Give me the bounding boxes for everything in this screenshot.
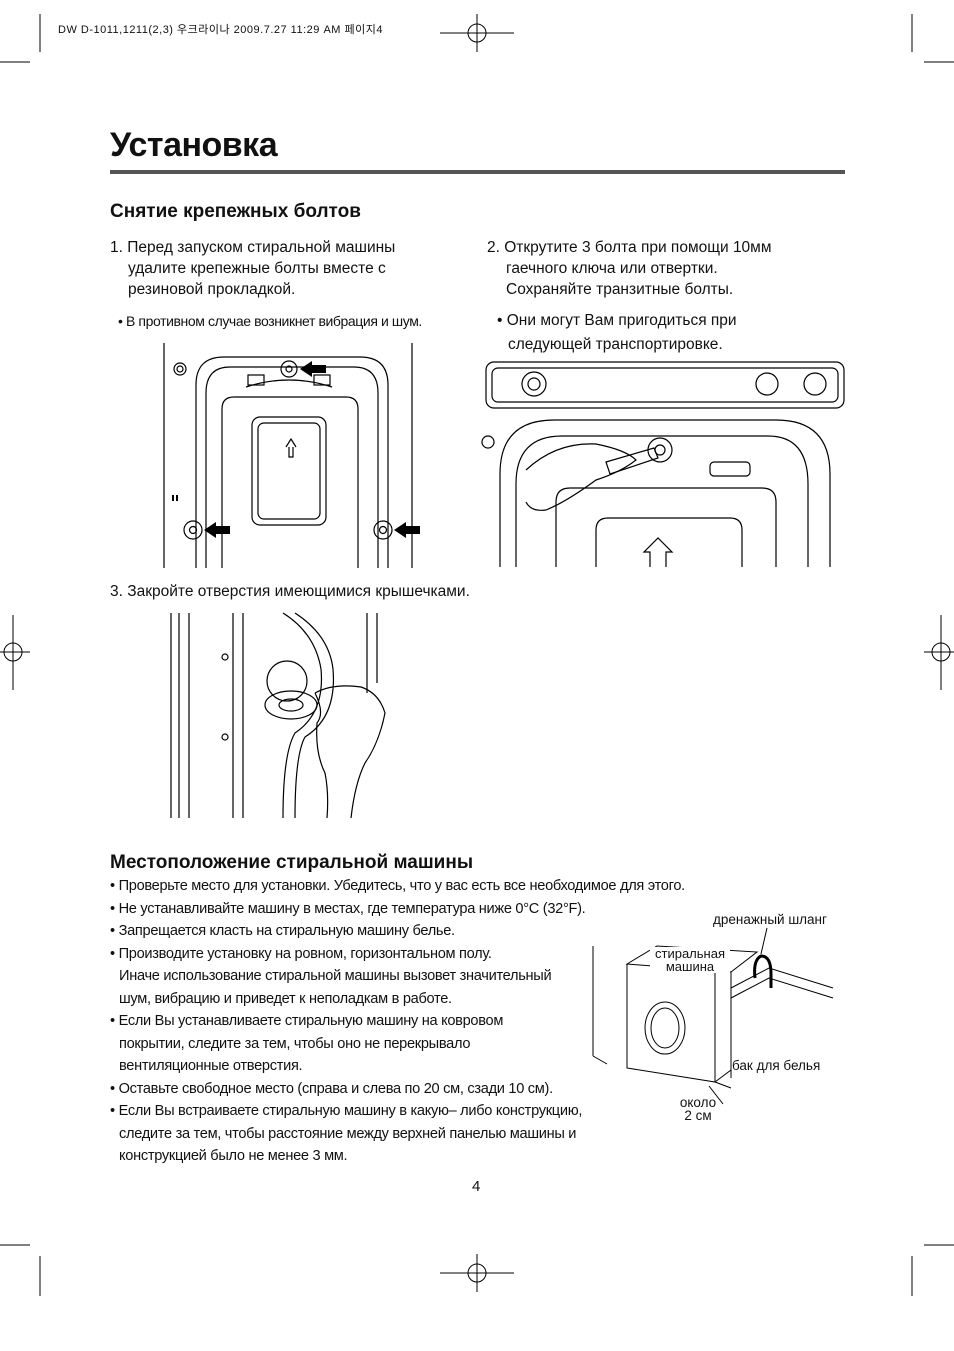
wrench-removal-illustration — [481, 361, 845, 567]
laundry-tank-label: бак для белья — [732, 1058, 821, 1073]
bullet-item: • Не устанавливайте машину в местах, где… — [110, 900, 586, 917]
hole-cap-illustration — [170, 612, 386, 819]
bullet-item: покрытии, следите за тем, чтобы оно не п… — [119, 1035, 471, 1052]
step-1: 1. Перед запуском стиральной машины удал… — [110, 237, 395, 300]
bullet-item: • Если Вы встраиваете стиральную машину … — [110, 1103, 583, 1119]
step-2: 2. Открутите 3 болта при помощи 10мм гае… — [487, 237, 772, 300]
bullet-item: следите за тем, чтобы расстояние между в… — [119, 1125, 577, 1142]
step-1-line: 1. Перед запуском стиральной машины — [110, 239, 396, 256]
step-2-line: 2. Открутите 3 болта при помощи 10мм — [487, 239, 772, 256]
bullet-item: вентиляционные отверстия. — [119, 1058, 303, 1074]
bullet-item: конструкцией было не менее 3 мм. — [119, 1148, 348, 1164]
bullet-item: • Оставьте свободное место (справа и сле… — [110, 1080, 553, 1097]
note-2: • Они могут Вам пригодиться при следующе… — [497, 309, 737, 357]
gap-label: около 2 см — [670, 1095, 726, 1123]
bullet-item: • Проверьте место для установки. Убедите… — [110, 878, 685, 894]
bullet-item: • Производите установку на ровном, гориз… — [110, 945, 492, 962]
step-2-line: Сохраняйте транзитные болты. — [506, 281, 734, 298]
step-2-line: гаечного ключа или отвертки. — [506, 260, 718, 277]
gap-label-line: 2 см — [684, 1108, 712, 1123]
bullet-item: • Запрещается класть на стиральную машин… — [110, 923, 455, 939]
bullet-item: Иначе использование стиральной машины вы… — [119, 968, 552, 984]
gap-label-line: около — [679, 1095, 717, 1110]
step-3: 3. Закройте отверстия имеющимися крышечк… — [110, 583, 470, 600]
machine-label-line: машина — [665, 959, 715, 974]
section-heading-location: Местоположение стиральной машины — [110, 852, 474, 873]
placement-diagram — [592, 927, 834, 1105]
title-rule — [110, 170, 845, 174]
bullet-item: • Если Вы устанавливаете стиральную маши… — [110, 1013, 504, 1029]
page-number: 4 — [472, 1178, 481, 1195]
step-1-line: резиновой прокладкой. — [128, 281, 296, 298]
step-1-line: удалите крепежные болты вместе с — [128, 260, 386, 277]
page-title: Установка — [110, 126, 278, 164]
drain-hose-label: дренажный шланг — [713, 912, 827, 927]
note-2-line: • Они могут Вам пригодиться при — [497, 312, 737, 329]
note-1: • В противном случае возникнет вибрация … — [118, 313, 422, 329]
note-2-line: следующей транспортировке. — [508, 336, 723, 353]
location-bullets: • Проверьте место для установки. Убедите… — [110, 875, 760, 1168]
section-heading-bolts: Снятие крепежных болтов — [110, 201, 361, 222]
machine-label: стиральная машина — [650, 947, 730, 973]
print-header: DW D-1011,1211(2,3) 우크라이나 2009.7.27 11:2… — [58, 24, 383, 36]
rear-panel-bolts-illustration — [163, 343, 420, 568]
machine-label-line: стиральная — [655, 946, 725, 961]
bullet-item: шум, вибрацию и приведет к неполадкам в … — [119, 990, 452, 1007]
